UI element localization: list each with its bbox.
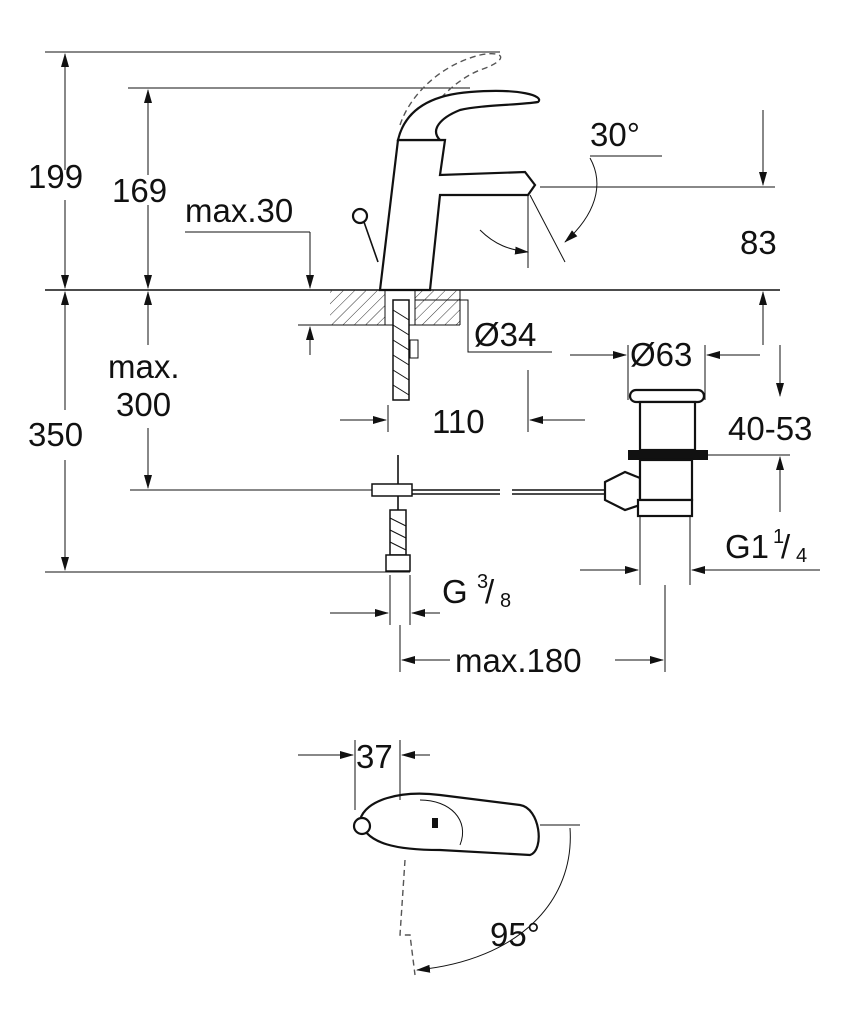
dim-max-300: max. 300 <box>108 291 180 489</box>
label-95-deg: 95° <box>490 916 540 953</box>
label-g1: G1 <box>725 528 769 565</box>
label-37: 37 <box>356 738 393 775</box>
label-g-den: 8 <box>500 590 511 612</box>
label-30-deg: 30° <box>590 116 640 153</box>
dim-max-30: max.30 <box>185 192 380 355</box>
dim-199: 199 <box>28 53 83 289</box>
dim-350: 350 <box>28 291 83 571</box>
label-diameter-63: Ø63 <box>630 336 692 373</box>
label-max-180: max.180 <box>455 642 582 679</box>
faucet-top-view: 37 95° <box>298 738 580 976</box>
dim-g1-1-4: G1 1 / 4 <box>580 516 820 585</box>
dim-110: 110 <box>340 370 585 440</box>
label-83: 83 <box>740 224 777 261</box>
dim-g-3-8: G 3 / 8 <box>330 571 511 625</box>
dim-diameter-63: Ø63 <box>570 336 760 400</box>
label-g: G <box>442 573 468 610</box>
label-g1-slash: / <box>781 528 791 565</box>
dim-169: 169 <box>112 89 167 289</box>
faucet-side-view <box>351 53 566 292</box>
label-110: 110 <box>432 403 485 440</box>
dim-40-53: 40-53 <box>700 345 812 512</box>
label-max-30: max.30 <box>185 192 293 229</box>
label-g1-num: 1 <box>773 526 784 548</box>
label-max-300-line1: max. <box>108 348 180 385</box>
dim-max-180: max.180 <box>399 585 666 679</box>
dim-diameter-34: Ø34 <box>415 299 552 353</box>
label-199: 199 <box>28 158 83 195</box>
label-169: 169 <box>112 172 167 209</box>
label-g-slash: / <box>485 573 495 610</box>
dim-83: 83 <box>740 110 777 345</box>
label-max-300-line2: 300 <box>116 386 171 423</box>
pop-up-waste <box>512 388 708 518</box>
label-g-num: 3 <box>477 571 488 593</box>
label-40-53: 40-53 <box>728 410 812 447</box>
label-350: 350 <box>28 416 83 453</box>
label-diameter-34: Ø34 <box>474 316 536 353</box>
supply-hose <box>371 299 500 572</box>
dim-30-deg: 30° <box>564 116 662 243</box>
label-g1-den: 4 <box>796 545 807 567</box>
